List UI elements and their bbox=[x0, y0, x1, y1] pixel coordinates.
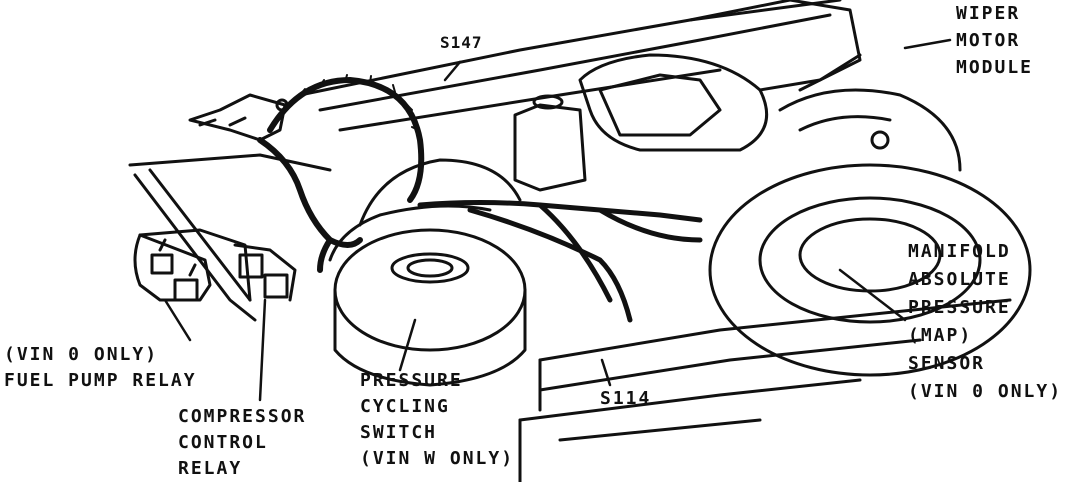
map-line-5: SENSOR bbox=[908, 353, 986, 374]
map-line-6: (VIN 0 ONLY) bbox=[908, 381, 1063, 402]
compressor-line-1: COMPRESSOR bbox=[178, 406, 307, 427]
wiper-line-3: MODULE bbox=[956, 57, 1034, 78]
fuel-pump-line-1: (VIN 0 ONLY) bbox=[4, 344, 159, 365]
pressure-line-3: SWITCH bbox=[360, 422, 438, 443]
air-cleaner bbox=[708, 88, 1032, 377]
fuel-pump-relay-label: (VIN 0 ONLY) FUEL PUMP RELAY bbox=[4, 342, 197, 394]
leader-s114 bbox=[600, 358, 612, 387]
compressor-line-2: CONTROL bbox=[178, 432, 268, 453]
map-sensor-label: MANIFOLD ABSOLUTE PRESSURE (MAP) SENSOR … bbox=[908, 238, 1062, 406]
leader-map-sensor bbox=[838, 268, 907, 322]
pressure-line-1: PRESSURE bbox=[360, 370, 463, 391]
leader-fuel-pump-relay bbox=[163, 298, 192, 342]
cowl-panel bbox=[298, 0, 842, 132]
fuel-pump-relay bbox=[133, 233, 212, 302]
pressure-line-4: (VIN W ONLY) bbox=[360, 448, 515, 469]
module-bracket bbox=[188, 93, 289, 142]
compressor-control-relay-label: COMPRESSOR CONTROL RELAY bbox=[178, 404, 306, 482]
wiper-line-1: WIPER bbox=[956, 3, 1021, 24]
map-line-3: PRESSURE bbox=[908, 297, 1011, 318]
harness-tape-marks bbox=[299, 74, 419, 131]
map-line-4: (MAP) bbox=[908, 325, 973, 346]
wiper-line-2: MOTOR bbox=[956, 30, 1021, 51]
splice-s147-label: S147 bbox=[440, 33, 483, 52]
leader-compressor-relay bbox=[258, 298, 267, 402]
leader-pressure-switch bbox=[398, 318, 417, 372]
radiator-support bbox=[518, 298, 1012, 482]
map-line-2: ABSOLUTE bbox=[908, 269, 1011, 290]
fuel-pump-line-2: FUEL PUMP RELAY bbox=[4, 370, 197, 391]
leader-lines bbox=[163, 38, 952, 402]
coolant-reservoir bbox=[513, 94, 587, 192]
ac-compressor bbox=[328, 158, 527, 387]
leader-s147 bbox=[443, 60, 462, 82]
wiring-harness-center bbox=[417, 200, 703, 323]
wiper-motor-module-label: WIPER MOTOR MODULE bbox=[956, 0, 1033, 81]
pressure-cycling-switch-label: PRESSURE CYCLING SWITCH (VIN W ONLY) bbox=[360, 368, 514, 472]
left-fender bbox=[128, 153, 332, 322]
compressor-line-3: RELAY bbox=[178, 458, 243, 479]
compressor-control-relay bbox=[233, 243, 297, 302]
pressure-line-2: CYCLING bbox=[360, 396, 450, 417]
leader-wiper-motor bbox=[903, 38, 952, 50]
map-line-1: MANIFOLD bbox=[908, 241, 1011, 262]
splice-s114-label: S114 bbox=[600, 388, 652, 409]
wiper-motor bbox=[578, 0, 862, 152]
